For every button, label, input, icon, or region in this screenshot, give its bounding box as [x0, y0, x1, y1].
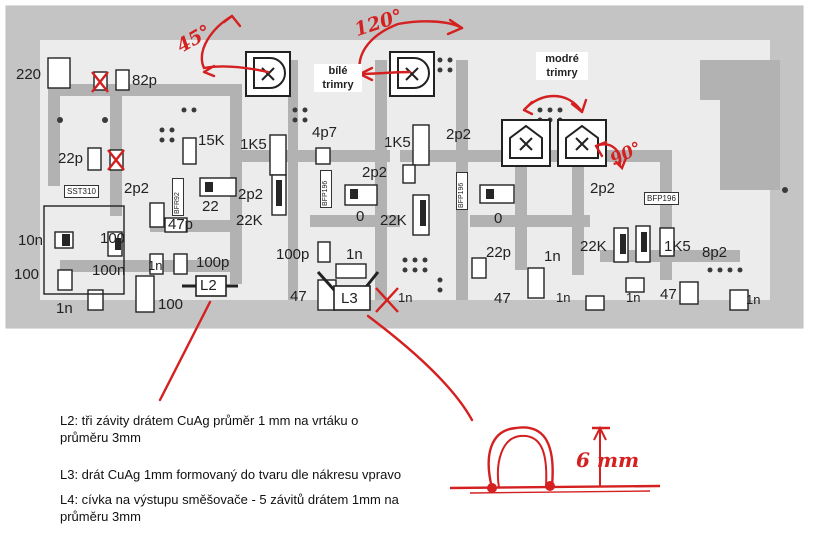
label-22p: 22p	[58, 150, 84, 167]
coil-l2-label: L2	[200, 277, 217, 294]
label-82p: 82p	[132, 72, 158, 89]
chip-bfr92: BFR92	[172, 178, 184, 216]
label-1n-f: 1n	[626, 290, 641, 305]
label-15k: 15K	[198, 132, 225, 149]
pads	[62, 180, 647, 254]
label-47-b: 47	[494, 290, 511, 307]
label-1n-a: 1n	[148, 258, 163, 273]
label-10n: 10n	[18, 232, 44, 249]
label-0-b: 0	[494, 210, 503, 227]
blue-trimmers-label: modré trimry	[536, 52, 588, 80]
label-220: 220	[16, 66, 42, 83]
label-2p2-c: 2p2	[238, 186, 264, 203]
label-100-b: 100	[14, 266, 40, 283]
note-l2: L2: tři závity drátem CuAg průměr 1 mm n…	[60, 413, 359, 445]
label-47-a: 47	[290, 288, 307, 305]
coil-l2-outline	[182, 275, 238, 297]
label-1k5-a: 1K5	[240, 136, 267, 153]
label-100-c: 100	[158, 296, 184, 313]
blue-trimmer-left	[501, 119, 551, 167]
label-22k-b: 22K	[380, 212, 407, 229]
note-l4: L4: cívka na výstupu směšovače - 5 závit…	[60, 492, 399, 524]
label-4p7: 4p7	[312, 124, 338, 141]
white-trimmer-right	[389, 51, 435, 97]
white-trimmers-label: bílé trimry	[314, 64, 362, 92]
label-1n-d: 1n	[544, 248, 561, 265]
label-8p2: 8p2	[702, 244, 728, 261]
chip-bfp196-c: BFP196	[644, 192, 679, 205]
label-1n-g: 1n	[746, 292, 761, 307]
label-22: 22	[202, 198, 219, 215]
label-2p2-a: 2p2	[446, 126, 472, 143]
label-0-a: 0	[356, 208, 365, 225]
label-1k5-c: 1K5	[664, 238, 691, 255]
red-arrows	[158, 14, 628, 422]
red-crosses	[91, 71, 399, 313]
blue-trimmer-right	[557, 119, 607, 167]
coil-l3-label: L3	[341, 290, 358, 307]
chip-bfp196-b: BFP196	[456, 172, 468, 210]
chip-bfp196-a: BFP196	[320, 170, 332, 208]
note-l3: L3: drát CuAg 1mm formovaný do tvaru dle…	[60, 467, 402, 482]
label-22k-c: 22K	[580, 238, 607, 255]
label-2p2-d: 2p2	[362, 164, 388, 181]
label-47p: 47p	[168, 216, 194, 233]
label-22k-a: 22K	[236, 212, 263, 229]
label-100-a: 100	[100, 230, 126, 247]
chip-sst310: SST310	[64, 185, 99, 198]
label-1n-h: 1n	[398, 290, 413, 305]
label-2p2-b: 2p2	[124, 180, 150, 197]
label-100n: 100n	[92, 262, 126, 279]
label-1n-b: 1n	[346, 246, 363, 263]
label-2p2-e: 2p2	[590, 180, 616, 197]
label-1n-e: 1n	[556, 290, 571, 305]
label-22p-b: 22p	[486, 244, 512, 261]
coil-l3-outline	[316, 270, 380, 311]
label-100p-a: 100p	[196, 254, 230, 271]
label-1k5-b: 1K5	[384, 134, 411, 151]
label-100p-b: 100p	[276, 246, 310, 263]
white-trimmer-left	[245, 51, 291, 97]
l3-shape-sketch	[449, 425, 661, 494]
label-1n-c: 1n	[56, 300, 73, 317]
label-47-c: 47	[660, 286, 677, 303]
dimension-label: 6 mm	[576, 448, 640, 472]
